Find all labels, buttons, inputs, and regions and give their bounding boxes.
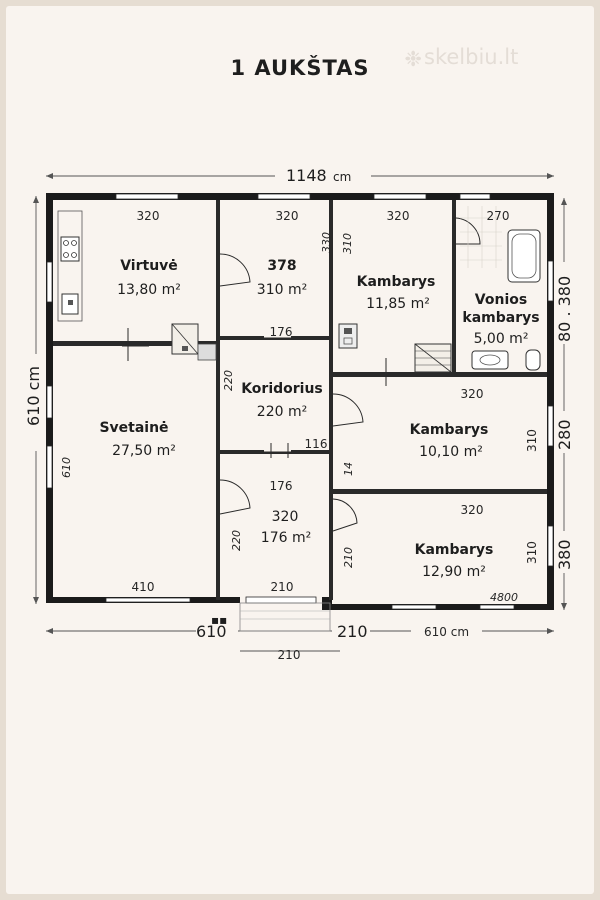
kitchen-stove-icon	[60, 236, 80, 262]
watermark-icon: ❉	[404, 47, 422, 71]
kambarys3-name: Kambarys	[415, 542, 494, 558]
room320-side: 220	[230, 530, 243, 551]
room320-name: 320	[272, 509, 299, 525]
entrance-steps: ▪▪	[211, 602, 331, 632]
vonios-name-line2: kambarys	[462, 310, 539, 326]
total-width-unit: cm	[333, 170, 351, 184]
svetaine-area: 27,50 m²	[112, 443, 176, 459]
room378-width: 320	[276, 209, 299, 223]
svetaine-bottom: 410	[132, 580, 155, 594]
sink-icon	[471, 350, 509, 370]
plan-doors	[122, 217, 481, 532]
plan-windows	[46, 193, 554, 610]
koridorius-top: 176	[270, 325, 293, 339]
virtuve-area: 13,80 m²	[117, 282, 181, 298]
room320-area: 176 m²	[261, 530, 311, 546]
bottom-below-label: 210	[278, 648, 301, 662]
stairs-icon	[414, 343, 452, 373]
room378-area: 310 m²	[257, 282, 307, 298]
kambarys2-name: Kambarys	[410, 422, 489, 438]
kambarys2-side: 310	[525, 429, 539, 452]
room320-bottom: 210	[271, 580, 294, 594]
room378-side: 330	[320, 232, 333, 253]
top-dimension-line: 1148 cm	[46, 166, 554, 185]
kambarys3-side: 310	[525, 541, 539, 564]
plan-title: 1 AUKŠTAS	[230, 55, 369, 80]
bottom-dimension-line: 610 210 610 cm 210	[46, 622, 554, 662]
right-dimension-line: 80 . 380 280 380	[555, 198, 574, 610]
svetaine-side: 610	[60, 457, 73, 478]
koridorius-name: Koridorius	[241, 381, 323, 397]
bathtub-icon	[507, 229, 541, 283]
kambarys2-top: 320	[461, 387, 484, 401]
kambarys2-area: 10,10 m²	[419, 444, 483, 460]
bathroom-tiles	[460, 206, 502, 268]
room378-name: 378	[267, 258, 296, 274]
svetaine-name: Svetainė	[99, 420, 168, 436]
total-width-value: 1148	[286, 166, 327, 185]
kambarys3-left: 210	[342, 547, 355, 568]
left-dimension-line: 610 cm	[24, 196, 43, 604]
stove-heater-icon	[171, 323, 217, 361]
vonios-width: 270	[487, 209, 510, 223]
bottom-right-label: 610 cm	[424, 625, 469, 639]
entrance-mark-icon: ▪▪	[211, 613, 227, 627]
floor-plan-sheet: 1 AUKŠTAS skelbiu.lt ❉ 1148 cm 610 cm 80…	[6, 6, 594, 894]
kambarys1-name: Kambarys	[357, 274, 436, 290]
room-heater-icon	[338, 323, 358, 349]
right-bottom-label: 380	[555, 539, 574, 570]
bottom-mid-label: 210	[337, 622, 368, 641]
virtuve-width: 320	[137, 209, 160, 223]
kambarys1-side: 310	[341, 233, 354, 254]
vonios-name: Vonios	[475, 292, 527, 308]
kitchen-counter-icon	[57, 210, 83, 322]
watermark-text: skelbiu.lt	[424, 45, 518, 69]
kambarys1-area: 11,85 m²	[366, 296, 430, 312]
bottom-left-label: 610	[196, 622, 227, 641]
kambarys1-width: 320	[387, 209, 410, 223]
right-mid-label: 280	[555, 419, 574, 450]
vonios-area: 5,00 m²	[474, 331, 529, 347]
koridorius-bottom: 116	[305, 437, 328, 451]
kambarys3-top: 320	[461, 503, 484, 517]
kambarys2-left: 14	[342, 462, 355, 476]
right-top-label: 80 . 380	[555, 276, 574, 342]
left-height-label: 610 cm	[24, 366, 43, 426]
room320-top: 176	[270, 479, 293, 493]
floor-plan-drawing: 1 AUKŠTAS skelbiu.lt ❉ 1148 cm 610 cm 80…	[24, 45, 574, 662]
kambarys3-area: 12,90 m²	[422, 564, 486, 580]
toilet-icon	[525, 349, 541, 371]
virtuve-name: Virtuvė	[120, 258, 178, 274]
kambarys3-note: 4800	[490, 591, 518, 604]
koridorius-area: 220 m²	[257, 404, 307, 420]
koridorius-side: 220	[222, 370, 235, 391]
